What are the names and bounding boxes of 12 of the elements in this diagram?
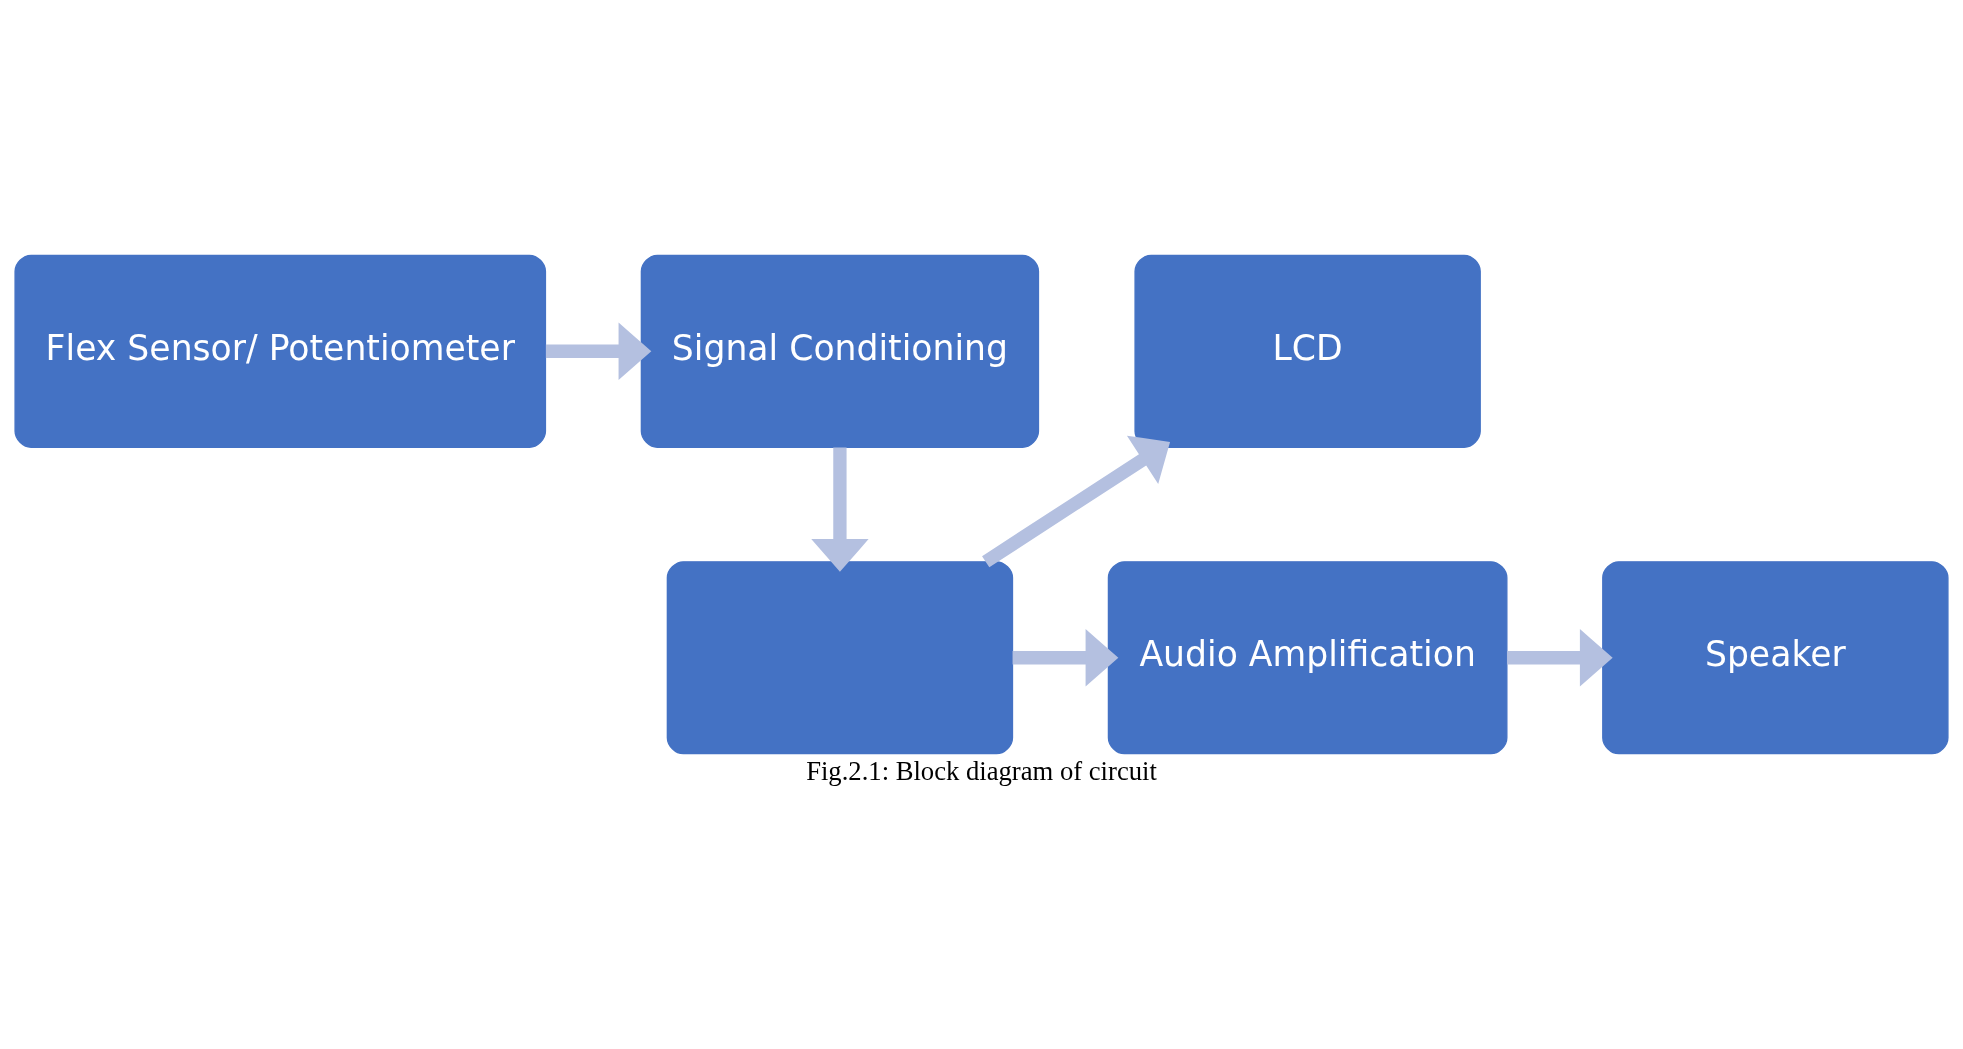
caption: Fig.2.1: Block diagram of circuit xyxy=(806,756,1157,787)
arrow xyxy=(1507,629,1613,687)
node-box: Audio Amplification xyxy=(1107,561,1508,755)
node-box: LCD xyxy=(1134,254,1481,448)
arrow xyxy=(811,447,869,572)
node-box: Signal Conditioning xyxy=(640,254,1040,448)
node-box: Speaker xyxy=(1602,561,1949,755)
arrow xyxy=(545,322,652,380)
arrow xyxy=(982,435,1171,568)
node-box xyxy=(666,561,1014,755)
arrow xyxy=(1012,629,1119,687)
node-box: Flex Sensor/ Potentiometer xyxy=(14,254,547,448)
